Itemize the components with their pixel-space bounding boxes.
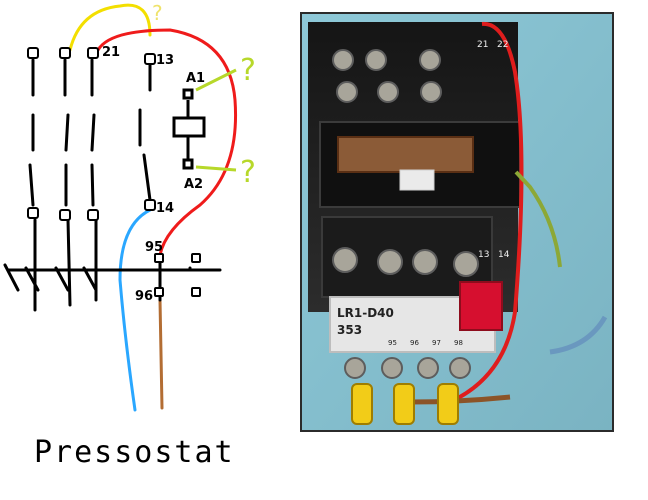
terminal-screws [332, 49, 479, 379]
contactor-photo: LR1-D40 353 21 22 13 14 95 96 97 98 [300, 12, 614, 432]
terminal-95: 95 [388, 339, 397, 347]
label-a2: A2 [184, 177, 203, 192]
relay-model: LR1-D40 [337, 306, 394, 320]
label-95: 95 [145, 240, 163, 255]
question-mark-a1: ? [240, 53, 256, 88]
photo-brown-wire [409, 394, 511, 405]
question-mark-a2: ? [240, 155, 256, 190]
terminal-21: 21 [477, 40, 488, 50]
terminal-97: 97 [432, 339, 441, 347]
red-wire [96, 28, 238, 257]
terminal-22: 22 [497, 40, 508, 50]
photo-green-wire [514, 170, 562, 268]
yellow-wire [68, 3, 152, 52]
terminal-98: 98 [454, 339, 463, 347]
indicator-window [399, 169, 435, 191]
reset-button-red [459, 281, 503, 331]
question-arrow-a2 [195, 165, 237, 172]
coil [172, 88, 206, 170]
label-96: 96 [135, 289, 153, 304]
question-mark-top: ? [152, 1, 163, 25]
caption: Pressostat [34, 435, 235, 470]
label-13: 13 [156, 53, 174, 68]
question-arrow-a1 [195, 68, 237, 92]
terminal-14: 14 [498, 250, 510, 260]
wiring-sketch: 21 13 A1 A2 14 95 96 ? ? ? Pressostat [3, 1, 256, 470]
label-21: 21 [102, 45, 120, 60]
label-14: 14 [156, 201, 174, 216]
main-poles [3, 58, 222, 312]
terminal-13: 13 [478, 250, 489, 260]
contact-terminals [27, 47, 201, 297]
relay-number: 353 [337, 323, 362, 337]
terminal-96: 96 [410, 339, 419, 347]
brown-wire [158, 298, 164, 410]
label-a1: A1 [186, 71, 205, 86]
blue-wire [118, 208, 152, 412]
photo-red-wire [449, 21, 524, 404]
photo-blue-wire [549, 315, 608, 355]
aux-block [337, 136, 474, 173]
wire-lugs [351, 383, 459, 425]
